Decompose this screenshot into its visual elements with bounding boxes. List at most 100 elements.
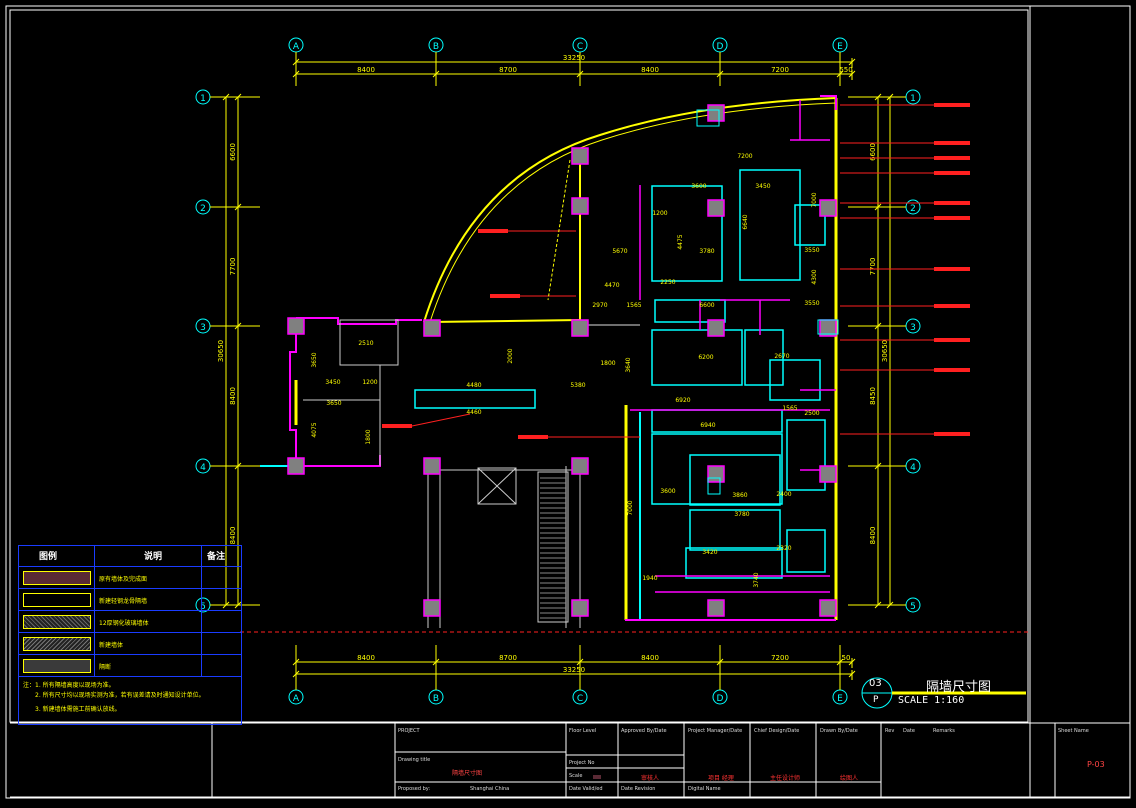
structural-column (287, 457, 305, 475)
legend-col-divider (201, 546, 202, 677)
grid-label-bottom: C (577, 694, 583, 704)
grid-label-right: 2 (910, 204, 916, 214)
grid-label-left: 3 (200, 323, 206, 333)
glass-room (786, 419, 826, 491)
legend-row-line (19, 654, 241, 655)
glass-room (794, 204, 826, 246)
legend-col-divider (94, 546, 95, 677)
interior-dim-text: 3550 (804, 300, 819, 307)
grid-label-top: A (293, 42, 300, 52)
legend-header-desc: 说明 (144, 552, 163, 562)
grid-label-right: 5 (910, 602, 916, 612)
annotation-text-block (478, 229, 508, 233)
tb-sheet-no: P-03 (1087, 760, 1105, 769)
interior-dim-text: 3600 (691, 183, 706, 190)
glass-room (651, 185, 723, 282)
interior-dim-text: 3550 (804, 247, 819, 254)
tb-date-created: Date Revision (621, 786, 656, 792)
structural-column (819, 199, 837, 217)
glass-room (744, 329, 784, 386)
interior-dim-text: 3600 (660, 488, 675, 495)
escalator (537, 471, 569, 623)
legend-row-line (19, 588, 241, 589)
grid-label-right: 1 (910, 94, 916, 104)
grid-label-left: 5 (200, 602, 206, 612)
annotation-text-block (934, 216, 970, 220)
curved-facade (423, 97, 837, 323)
tb-rev-date: Date (903, 728, 915, 734)
interior-dim-text: 6200 (698, 354, 713, 361)
tb-drawing-title-label: Drawing title (398, 757, 431, 763)
glass-box (707, 477, 721, 495)
bottom-dim-text: 8400 (641, 654, 659, 662)
legend-row-line (19, 566, 241, 567)
grid-label-left: 1 (200, 94, 206, 104)
legend-header-note: 备注 (207, 552, 226, 562)
legend-swatch-glass (23, 615, 91, 629)
annotation-text-block (934, 267, 970, 271)
structural-column (571, 599, 589, 617)
interior-dim-text: 4460 (466, 409, 481, 416)
annotation-text-block (518, 435, 548, 439)
structural-column (707, 465, 725, 483)
annotation-text-block (934, 338, 970, 342)
annex-room (339, 319, 399, 366)
bottom-dim-text: 7200 (771, 654, 789, 662)
interior-dim-text: 3860 (732, 492, 747, 499)
tb-pm-label: Project Manager/Date (688, 728, 743, 734)
grid-label-top: B (433, 42, 439, 52)
top-dim-text: 8400 (641, 66, 659, 74)
legend-row-line (19, 632, 241, 633)
grid-label-bottom: B (433, 694, 439, 704)
structural-column (707, 199, 725, 217)
structural-column (571, 319, 589, 337)
title-tag-svg (861, 677, 1026, 709)
scale-swatch (593, 775, 601, 779)
structural-column (707, 599, 725, 617)
interior-dim-text: 3640 (625, 357, 632, 372)
diagonal-dashed (547, 159, 571, 301)
glass-room (769, 359, 821, 401)
interior-dim-text: 1800 (365, 429, 372, 444)
annotation-text-block (934, 141, 970, 145)
tb-cd-label: Chief Design/Date (754, 728, 800, 734)
interior-dim-text: 4475 (677, 234, 684, 249)
interior-dim-text: 4470 (604, 282, 619, 289)
interior-dim-text: 1565 (626, 302, 641, 309)
interior-dim-text: 6640 (742, 214, 749, 229)
interior-dim-text: 3450 (755, 183, 770, 190)
legend-item: 原有墙体及完成面 (99, 576, 148, 583)
interior-dim-text: 1565 (782, 405, 797, 412)
interior-dim-text: 6920 (675, 397, 690, 404)
interior-dim-text: 3650 (311, 352, 318, 367)
gridline-3-wall (429, 319, 581, 323)
legend-note: 3. 新建墙体需施工前确认放线。 (35, 706, 121, 713)
interior-dim-text: 4075 (311, 422, 318, 437)
interior-dim-text: 1940 (642, 575, 657, 582)
grid-label-bottom: A (293, 694, 300, 704)
tb-approved-label: Approved By/Date (621, 728, 667, 734)
tb-pm-value: 项目 经理 (708, 775, 734, 782)
tb-project-no: Project No (569, 760, 595, 766)
left-total-text: 30650 (217, 340, 225, 362)
interior-dim-text: 2510 (358, 340, 373, 347)
annotation-text-block (934, 368, 970, 372)
grid-label-top: E (837, 42, 843, 52)
grid-label-left: 2 (200, 204, 206, 214)
legend-item: 新建墙体 (99, 642, 124, 649)
tb-approved-value: 审核人 (641, 775, 660, 782)
top-dim-text: 7200 (771, 66, 789, 74)
interior-dim-text: 7000 (811, 192, 818, 207)
structural-column (287, 317, 305, 335)
tb-rev-label: Rev (885, 728, 895, 734)
interior-dim-text: 4480 (466, 382, 481, 389)
drawing-letter: P (873, 695, 879, 705)
structural-column (423, 319, 441, 337)
grid-label-bottom: E (837, 694, 843, 704)
interior-dim-text: 3650 (326, 400, 341, 407)
interior-dim-text: 3780 (699, 248, 714, 255)
glass-box (817, 319, 839, 335)
annotation-text-block (934, 432, 970, 436)
glass-room (786, 529, 826, 573)
